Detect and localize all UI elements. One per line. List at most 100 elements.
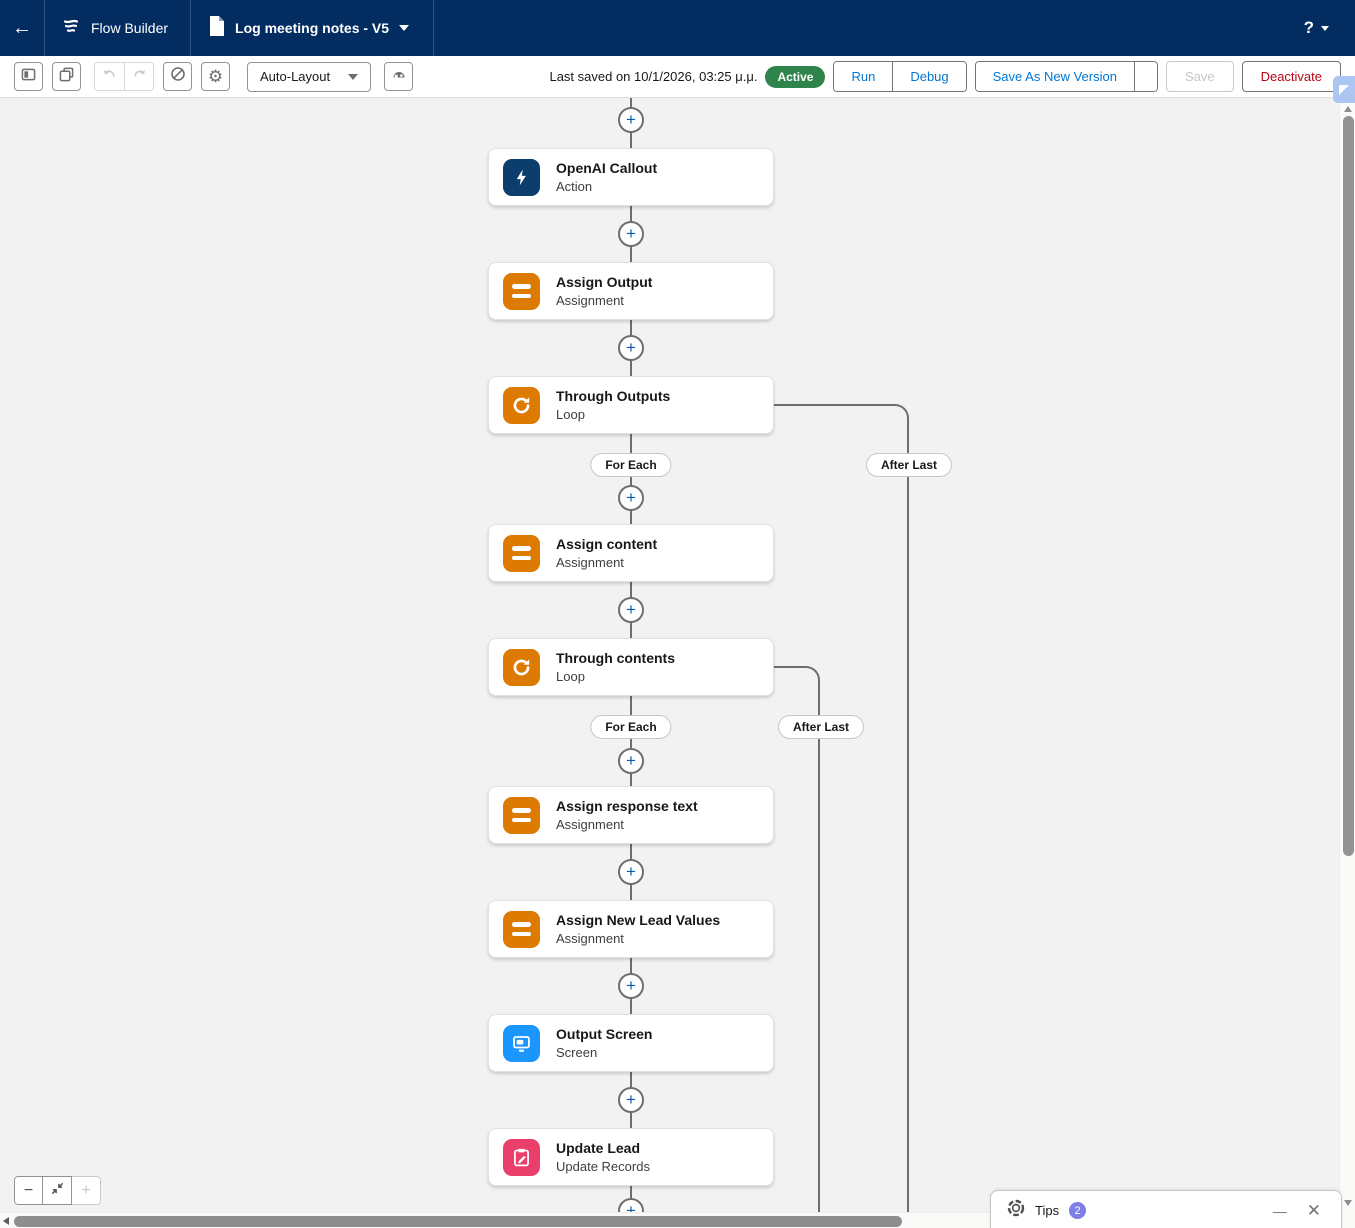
gear-icon: ⚙ (207, 67, 224, 86)
flow-node-update-lead[interactable]: Update Lead Update Records (488, 1128, 774, 1186)
scroll-down-arrow[interactable] (1344, 1200, 1352, 1206)
node-title: Through contents (556, 649, 675, 666)
loop-icon (503, 386, 540, 424)
deactivate-button[interactable]: Deactivate (1241, 61, 1341, 92)
close-tips-button[interactable]: ✕ (1306, 1200, 1321, 1220)
node-text: Output Screen Screen (556, 1026, 652, 1061)
last-saved-text: Last saved on 10/1/2026, 03:25 μ.μ. (549, 69, 758, 84)
action-icon (503, 158, 540, 196)
node-type: Screen (556, 1045, 598, 1061)
expand-panel-icon (1339, 84, 1349, 95)
add-element-button[interactable]: + (618, 859, 644, 885)
add-element-button[interactable]: + (618, 973, 644, 999)
life-ring-icon (1007, 1199, 1025, 1222)
branch-label-after-last: After Last (865, 453, 953, 477)
flow-node-through-contents[interactable]: Through contents Loop (488, 638, 774, 696)
add-element-button[interactable]: + (618, 597, 644, 623)
branch-label-for-each: For Each (590, 715, 672, 739)
add-element-button[interactable]: + (618, 107, 644, 133)
disable-elements-button[interactable] (163, 62, 192, 91)
scroll-left-arrow[interactable] (3, 1217, 9, 1225)
toggle-toolbox-button[interactable] (14, 62, 43, 91)
header-divider (433, 0, 435, 56)
undo-redo-group (94, 62, 154, 91)
after-last-connector-2 (774, 666, 820, 1226)
node-text: Through Outputs Loop (556, 388, 670, 423)
undo-icon (102, 67, 117, 87)
node-title: OpenAI Callout (556, 159, 658, 176)
fit-to-view-button[interactable] (43, 1176, 72, 1205)
record-update-icon (503, 1138, 540, 1176)
redo-button[interactable] (124, 63, 153, 90)
node-text: Through contents Loop (556, 650, 675, 685)
flow-name-menu[interactable]: Log meeting notes - V5 (191, 0, 433, 56)
app-header: ← Flow Builder Log meeting notes - V5 ? (0, 0, 1355, 56)
layout-mode-select[interactable]: Auto-Layout (247, 61, 372, 92)
node-title: Assign content (556, 535, 658, 552)
zoom-in-button[interactable]: + (72, 1176, 101, 1205)
node-type: Assignment (556, 931, 624, 947)
node-title: Update Lead (556, 1139, 641, 1156)
vertical-scrollbar (1339, 98, 1355, 1228)
assignment-icon (503, 534, 540, 572)
assignment-icon (503, 796, 540, 834)
loop-icon (503, 648, 540, 686)
flow-node-output-screen[interactable]: Output Screen Screen (488, 1014, 774, 1072)
add-element-button[interactable]: + (618, 221, 644, 247)
flow-settings-button[interactable]: ⚙ (201, 62, 230, 91)
after-last-connector-1 (774, 404, 909, 1226)
app-brand: Flow Builder (45, 0, 190, 56)
save-as-new-version-button[interactable]: Save As New Version (975, 62, 1134, 91)
node-type: Loop (556, 669, 585, 685)
flow-node-assign-content[interactable]: Assign content Assignment (488, 524, 774, 582)
help-menu[interactable]: ? (1304, 0, 1355, 56)
node-type: Update Records (556, 1159, 650, 1175)
branch-label-for-each: For Each (590, 453, 672, 477)
flow-node-through-outputs[interactable]: Through Outputs Loop (488, 376, 774, 434)
flow-node-assign-response-text[interactable]: Assign response text Assignment (488, 786, 774, 844)
horizontal-scroll-thumb[interactable] (14, 1215, 902, 1227)
canvas-view-icon (391, 66, 407, 87)
toolbar-right-cluster: Last saved on 10/1/2026, 03:25 μ.μ. Acti… (549, 61, 1341, 92)
document-icon (209, 15, 225, 41)
add-element-button[interactable]: + (618, 748, 644, 774)
flow-canvas[interactable]: + + + + + + + + + + OpenAI Callout Actio… (0, 98, 1355, 1228)
save-as-new-version-group: Save As New Version (974, 61, 1158, 92)
flow-brand-icon (61, 16, 81, 41)
run-button[interactable]: Run (834, 62, 893, 91)
ban-icon (170, 66, 186, 87)
layout-mode-value: Auto-Layout (260, 69, 331, 84)
zoom-out-button[interactable]: − (14, 1176, 43, 1205)
back-arrow-icon: ← (12, 16, 32, 39)
flow-node-assign-new-lead-values[interactable]: Assign New Lead Values Assignment (488, 900, 774, 958)
canvas-view-button[interactable] (384, 62, 414, 91)
node-text: Assign response text Assignment (556, 798, 698, 833)
debug-button[interactable]: Debug (892, 62, 966, 91)
add-element-button[interactable]: + (618, 1087, 644, 1113)
save-options-dropdown-button[interactable] (1133, 62, 1157, 91)
expand-panel-button[interactable] (1333, 76, 1355, 103)
panel-toggle-icon (21, 67, 36, 87)
copy-elements-button[interactable] (52, 62, 81, 91)
flow-name: Log meeting notes - V5 (235, 20, 390, 36)
header-divider (190, 0, 192, 56)
add-element-button[interactable]: + (618, 335, 644, 361)
minimize-tips-button[interactable]: — (1272, 1202, 1287, 1219)
node-title: Through Outputs (556, 387, 671, 404)
node-type: Assignment (556, 817, 624, 833)
vertical-scroll-thumb[interactable] (1342, 116, 1354, 856)
flow-node-openai-callout[interactable]: OpenAI Callout Action (488, 148, 774, 206)
branch-label-after-last: After Last (777, 715, 865, 739)
fit-to-view-icon (51, 1182, 64, 1200)
undo-button[interactable] (95, 63, 124, 90)
flow-node-assign-output[interactable]: Assign Output Assignment (488, 262, 774, 320)
back-button[interactable]: ← (0, 0, 44, 56)
header-spacer (434, 0, 1304, 56)
screen-icon (503, 1024, 540, 1062)
add-element-button[interactable]: + (618, 485, 644, 511)
app-title: Flow Builder (91, 20, 169, 36)
node-type: Loop (556, 407, 585, 423)
save-button[interactable]: Save (1165, 61, 1234, 92)
scroll-up-arrow[interactable] (1344, 106, 1352, 112)
